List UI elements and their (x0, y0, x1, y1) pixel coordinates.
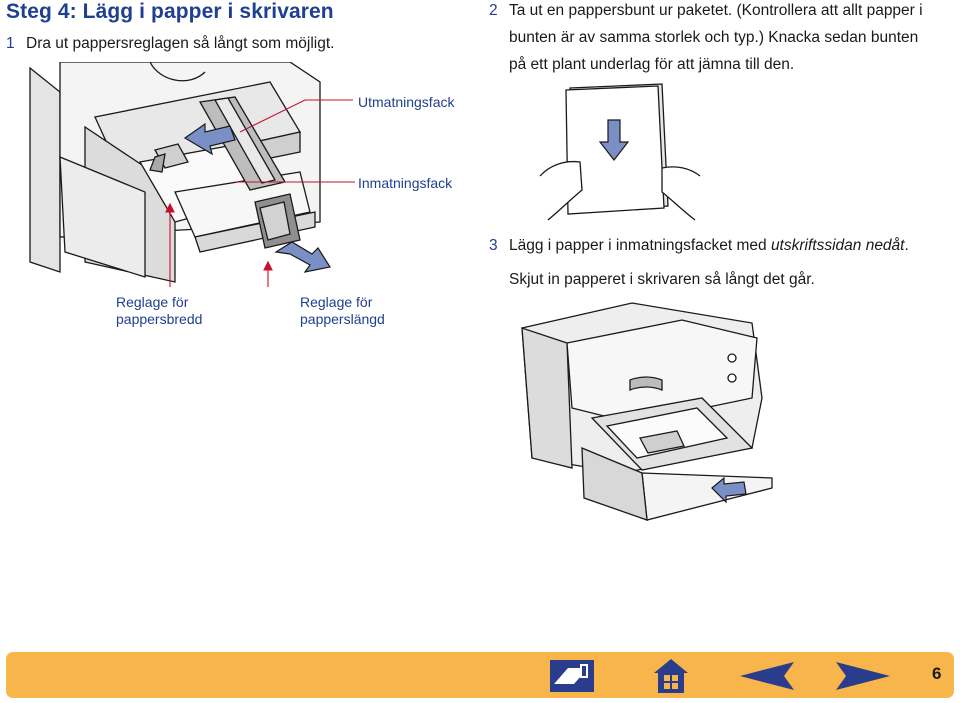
step-number: 3 (489, 237, 498, 254)
step-text-emphasis: utskriftssidan nedåt (770, 237, 905, 254)
output-tray-label: Utmatningsfack (358, 94, 455, 110)
length-guide-label-line-2: papperslängd (300, 311, 385, 327)
step-2: 2 Ta ut en pappersbunt ur paketet. (Kontr… (489, 0, 959, 78)
page-title: Steg 4: Lägg i papper i skrivaren (6, 0, 334, 23)
next-arrow-icon[interactable] (834, 660, 892, 692)
input-tray-label: Inmatningsfack (358, 175, 453, 191)
length-guide-label-line-1: Reglage för (300, 294, 373, 310)
step-text-line-2: bunten är av samma storlek och typ.) Kna… (509, 29, 919, 46)
step-number: 2 (489, 2, 498, 19)
step-text-period: . (904, 237, 909, 254)
push-arrow-icon (183, 122, 236, 156)
step-text-line-1: Ta ut en pappersbunt ur paketet. (Kontro… (509, 2, 923, 19)
page-number: 6 (932, 664, 942, 683)
previous-arrow-icon[interactable] (738, 660, 796, 692)
width-guide-label-line-2: pappersbredd (116, 311, 203, 327)
step-number: 1 (6, 35, 15, 52)
step-1: 1 Dra ut pappersreglagen så långt som möj… (6, 30, 334, 57)
paper-stack-illustration (539, 83, 701, 221)
home-icon[interactable] (652, 657, 690, 695)
push-in-arrow-icon (711, 476, 747, 504)
step-text: Dra ut pappersreglagen så långt som möjl… (26, 35, 335, 52)
printer-manual-icon[interactable] (548, 658, 596, 694)
width-guide-label-line-1: Reglage för (116, 294, 189, 310)
printer-trays-illustration (29, 62, 355, 287)
pull-arrow-icon (274, 241, 331, 273)
step-text-line-2: Skjut in papperet i skrivaren så långt d… (509, 271, 815, 288)
step-text-line-1: Lägg i papper i inmatningsfacket med (509, 237, 771, 254)
footer-bar (6, 652, 954, 698)
length-guide-label: Reglage för papperslängd (300, 294, 385, 328)
step-3: 3 Lägg i papper i inmatningsfacket med ut… (489, 232, 959, 293)
printer-loading-illustration (521, 302, 773, 521)
width-guide-label: Reglage för pappersbredd (116, 294, 202, 328)
tap-down-arrow-icon (598, 119, 630, 161)
step-text-line-3: på ett plant underlag för att jämna till… (509, 56, 795, 73)
